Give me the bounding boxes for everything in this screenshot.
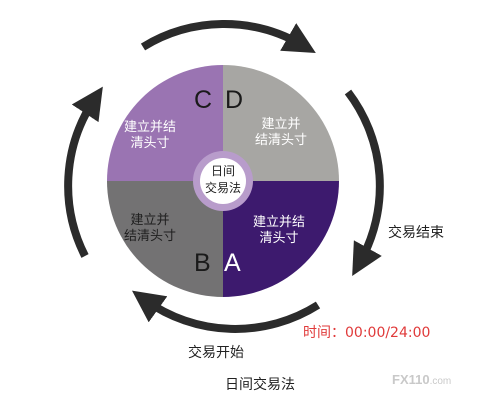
arrow-bottom: [131, 290, 321, 333]
trade-end-label: 交易结束: [388, 225, 444, 241]
quadrant-d-text: 建立并 结清头寸: [255, 117, 308, 148]
watermark-brand: FX110: [392, 372, 430, 387]
letter-d: D: [225, 86, 244, 114]
cycle-arrows: [64, 20, 384, 333]
arrow-right: [344, 89, 384, 276]
quadrant-c-top-left: [107, 65, 223, 181]
time-label: 时间：00:00/24:00: [303, 325, 431, 341]
quadrant-b-bottom-left: [107, 181, 223, 297]
center-disc: [200, 158, 246, 204]
quadrant-b-text: 建立并 结清头寸: [124, 213, 177, 244]
arrow-top: [140, 20, 316, 54]
trade-start-label: 交易开始: [188, 345, 244, 361]
letter-b: B: [194, 249, 211, 277]
letter-c: C: [194, 86, 213, 114]
letter-a: A: [224, 249, 241, 277]
quadrant-a-text: 建立并结 清头寸: [253, 215, 306, 246]
quadrant-a-bottom-right: [223, 181, 339, 297]
caption: 日间交易法: [225, 377, 295, 393]
quadrant-c-text: 建立并结 清头寸: [124, 120, 177, 151]
watermark: FX110.com: [392, 372, 451, 387]
arrow-left: [64, 86, 103, 258]
center-label: 日间 交易法: [204, 164, 241, 195]
quadrant-d-top-right: [223, 65, 339, 181]
watermark-suffix: .com: [429, 376, 452, 387]
